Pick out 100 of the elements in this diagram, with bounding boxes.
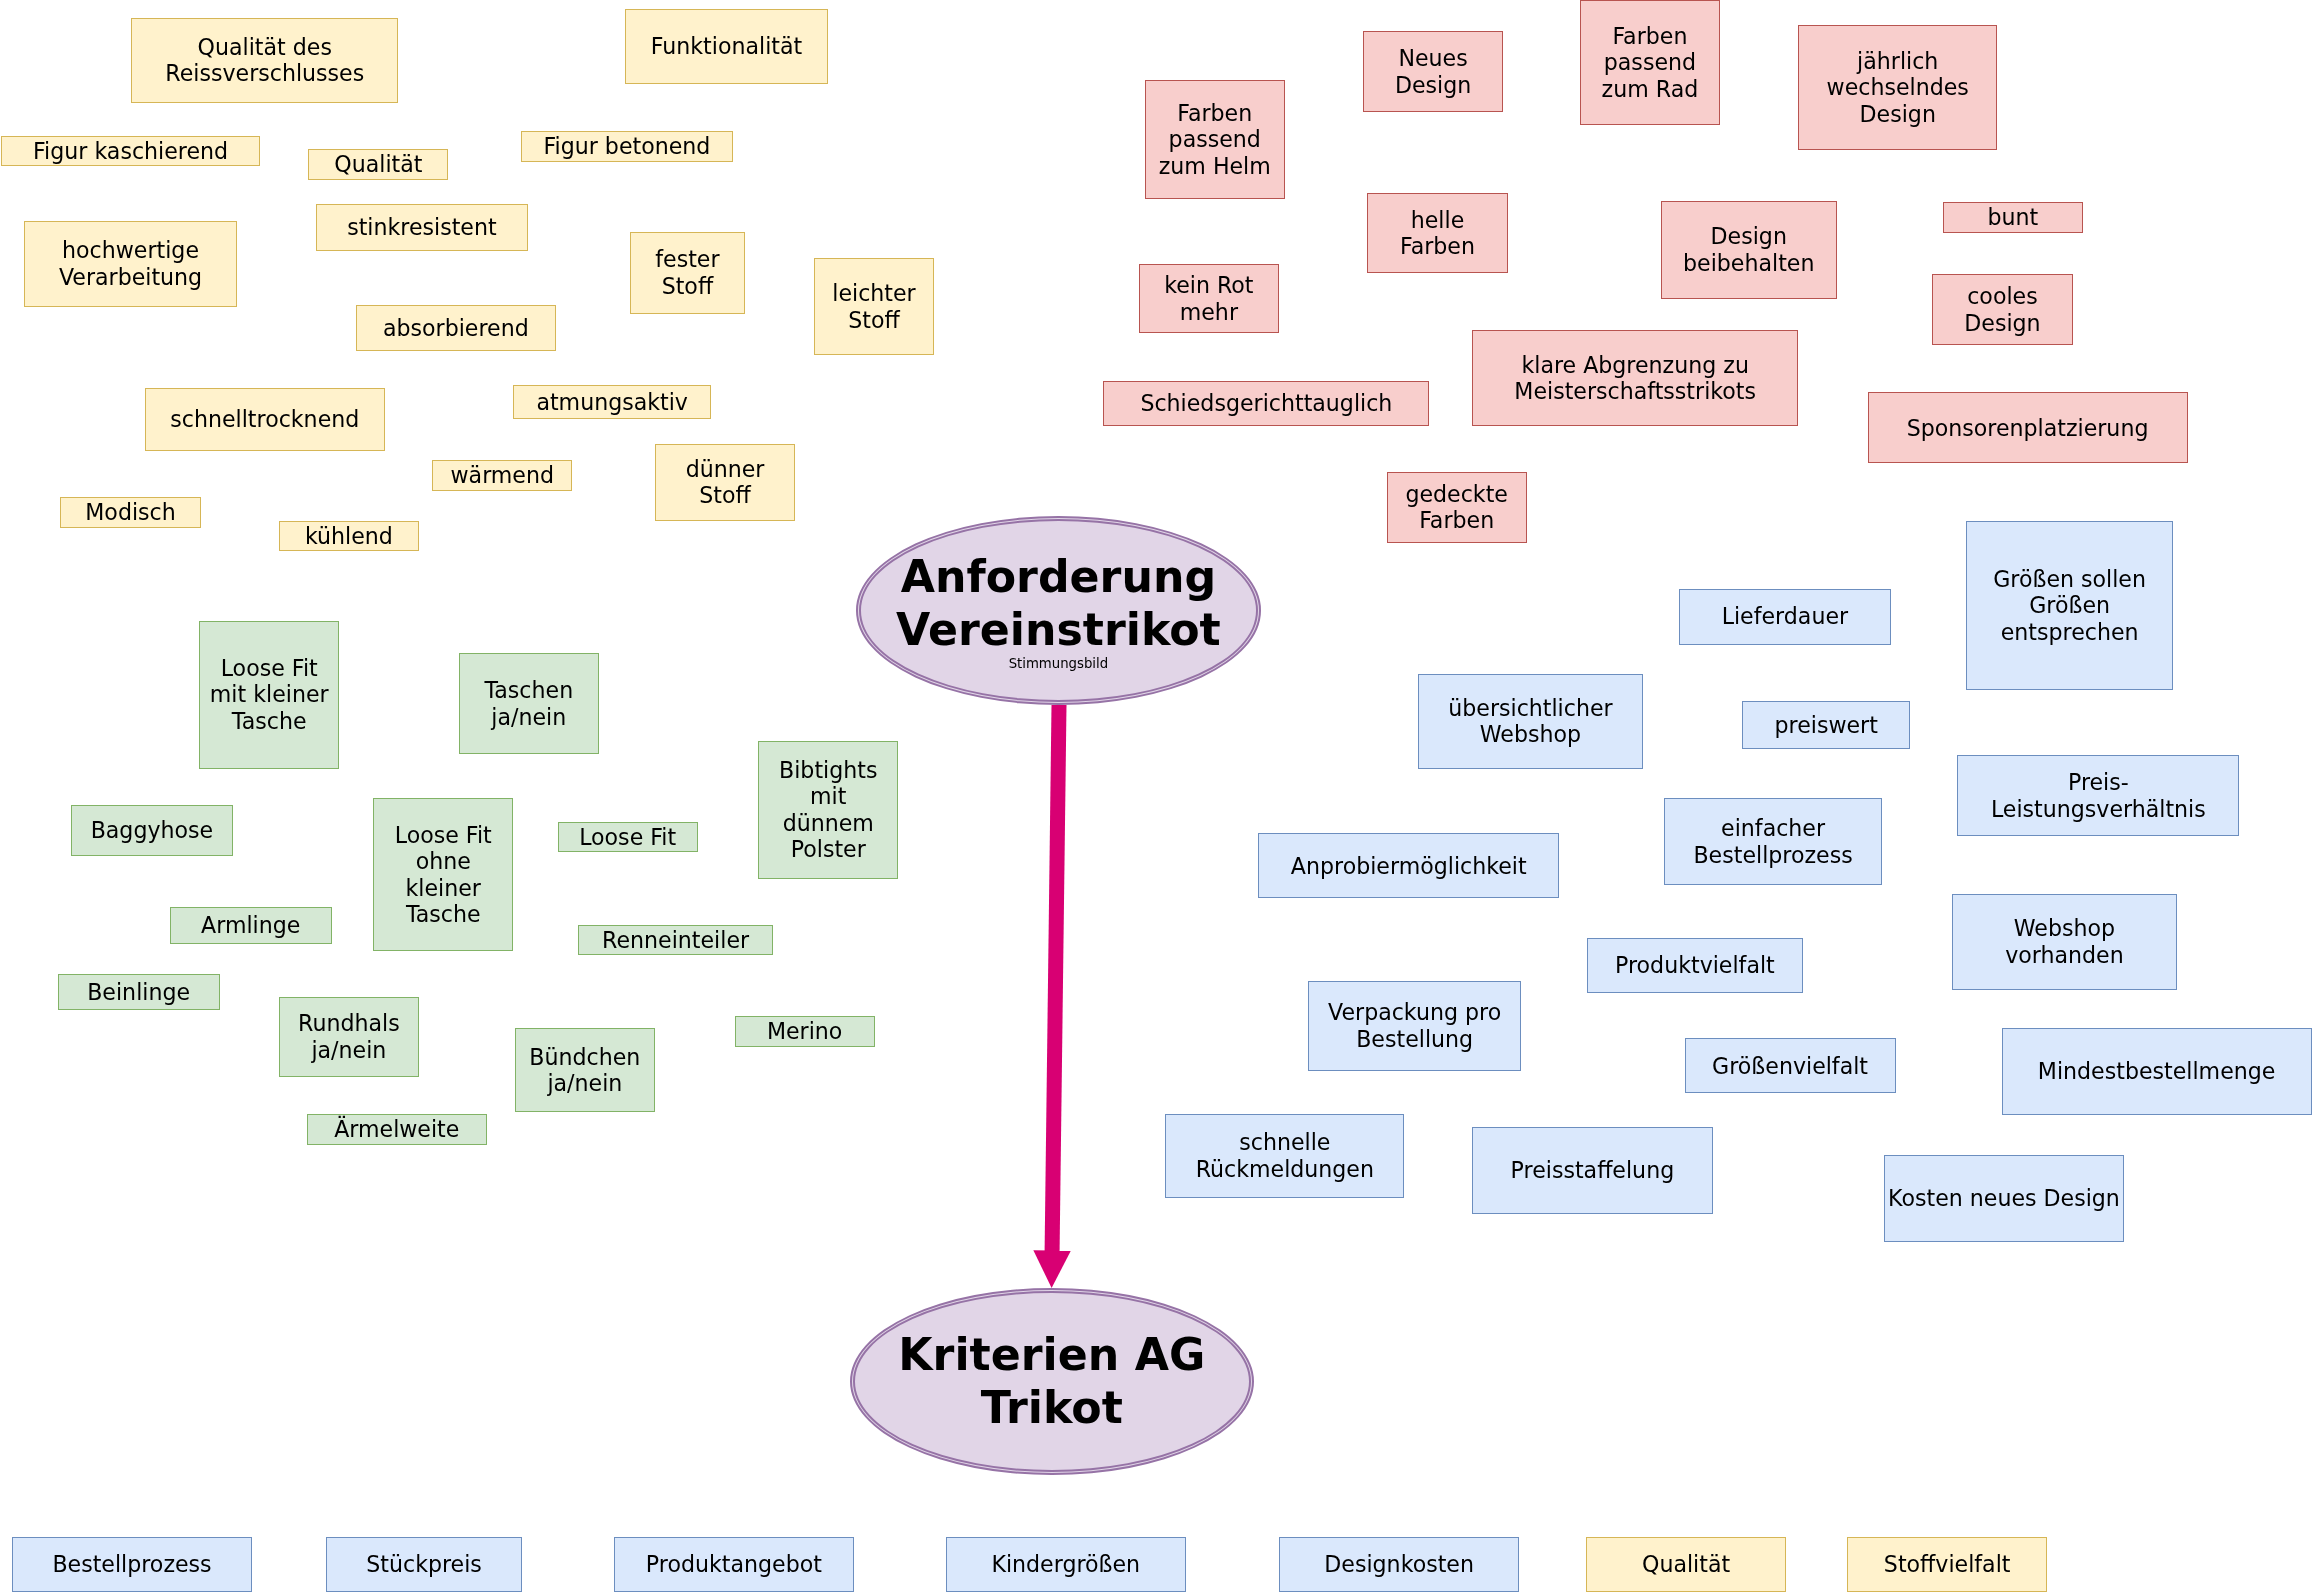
- sticky-note: [758, 740, 899, 880]
- note-text: kein Rot mehr: [1163, 272, 1255, 326]
- note-text: Design beibehalten: [1682, 223, 1816, 277]
- sticky-note: [1587, 938, 1803, 993]
- note-text: Produktangebot: [645, 1551, 822, 1578]
- sticky-note: [557, 821, 698, 853]
- note-text: Funktionalität: [650, 33, 803, 60]
- arrow: [1033, 704, 1071, 1288]
- sticky-note: [1258, 833, 1560, 899]
- note-text: Renneinteiler: [602, 926, 750, 954]
- sticky-note: [1417, 674, 1644, 769]
- sticky-note: [1585, 1537, 1787, 1592]
- sticky-note: [432, 460, 573, 491]
- sticky-note: [57, 973, 220, 1011]
- sticky-note: [70, 805, 234, 856]
- sticky-note: [1684, 1038, 1896, 1094]
- note-text: Bündchen ja/nein: [528, 1043, 642, 1097]
- note-text: Figur betonend: [543, 133, 711, 160]
- note-text: Rundhals ja/nein: [297, 1010, 401, 1064]
- sticky-note: [308, 149, 449, 180]
- note-text: Farben passend zum Rad: [1600, 22, 1700, 103]
- sticky-note: [1678, 588, 1892, 645]
- note-text: schnelle Rückmeldungen: [1194, 1129, 1375, 1183]
- note-text: Baggyhose: [90, 817, 214, 844]
- sticky-note: [1957, 755, 2240, 837]
- sticky-note: [1579, 0, 1720, 126]
- sticky-note: [144, 387, 385, 452]
- sticky-note: [1, 135, 260, 167]
- subtitle: Stimmungsbild: [1008, 655, 1109, 672]
- note-text: kühlend: [304, 522, 393, 550]
- sticky-note: [315, 203, 529, 251]
- note-text: Kindergrößen: [991, 1551, 1141, 1578]
- sticky-note: [629, 231, 745, 315]
- sticky-note: [814, 258, 934, 356]
- sticky-note: [131, 17, 399, 104]
- note-text: Neues Design: [1393, 45, 1473, 99]
- note-text: Produktvielfalt: [1615, 952, 1775, 979]
- sticky-note: [1144, 79, 1285, 200]
- sticky-note: [1138, 264, 1279, 334]
- note-text: Qualität: [1642, 1551, 1731, 1578]
- note-text: klare Abgrenzung zu Meisterschaftsstrikots: [1513, 351, 1757, 405]
- note-text: übersichtlicher Webshop: [1447, 694, 1614, 748]
- sticky-note: [513, 385, 711, 419]
- sticky-note: [169, 907, 332, 945]
- sticky-note: [1742, 700, 1911, 750]
- note-text: leichter Stoff: [831, 280, 917, 334]
- sticky-note: [306, 1113, 487, 1145]
- note-text: Designkosten: [1324, 1551, 1474, 1578]
- sticky-note: [613, 1537, 855, 1592]
- note-text: gedeckte Farben: [1404, 480, 1509, 534]
- note-text: Beinlinge: [87, 978, 191, 1006]
- sticky-note: [1386, 472, 1527, 543]
- note-text: Qualität des Reissverschlusses: [164, 33, 366, 87]
- note-text: stinkresistent: [347, 213, 497, 241]
- sticky-note: [278, 520, 419, 552]
- sticky-note: [355, 305, 557, 352]
- heading: Anforderung Vereinstrikot: [895, 549, 1222, 656]
- note-text: bunt: [1987, 204, 2039, 231]
- sticky-note: [11, 1537, 253, 1592]
- sticky-note: [1165, 1113, 1405, 1198]
- note-text: preiswert: [1774, 711, 1878, 739]
- note-text: helle Farben: [1399, 206, 1476, 260]
- note-text: Loose Fit ohne kleiner Tasche: [393, 821, 493, 928]
- sticky-note: [625, 8, 828, 85]
- sticky-note: [1363, 30, 1504, 113]
- note-text: Webshop vorhanden: [2004, 915, 2125, 969]
- sticky-note: [2001, 1028, 2312, 1116]
- sticky-note: [373, 798, 514, 952]
- note-text: Größenvielfalt: [1712, 1052, 1868, 1080]
- sticky-note: [654, 444, 796, 521]
- sticky-note: [1846, 1537, 2048, 1592]
- sticky-note: [278, 997, 419, 1077]
- note-text: Mindestbestellmenge: [2037, 1058, 2276, 1085]
- note-text: Preis-Leistungsverhältnis: [1989, 769, 2207, 823]
- note-text: Stückpreis: [366, 1551, 482, 1578]
- note-text: Loose Fit: [579, 823, 677, 851]
- sticky-note: [520, 131, 734, 162]
- note-text: Loose Fit mit kleiner Tasche: [208, 654, 330, 735]
- note-text: Merino: [766, 1018, 843, 1045]
- note-text: Kosten neues Design: [1888, 1185, 2120, 1212]
- note-text: hochwertige Verarbeitung: [57, 237, 204, 291]
- sticky-note: [60, 497, 201, 528]
- note-text: Bestellprozess: [52, 1551, 212, 1578]
- note-text: Modisch: [85, 499, 176, 526]
- sticky-note: [1661, 200, 1837, 300]
- sticky-note: [1663, 798, 1883, 886]
- note-text: schnelltrocknend: [170, 406, 360, 433]
- sticky-note: [326, 1537, 523, 1592]
- sticky-note: [1932, 274, 2073, 346]
- note-text: Anprobiermöglichkeit: [1290, 852, 1527, 880]
- sticky-note: [1278, 1537, 1520, 1592]
- note-text: Ärmelweite: [334, 1115, 460, 1143]
- note-text: fester Stoff: [654, 246, 721, 300]
- note-text: absorbierend: [382, 314, 529, 342]
- sticky-note: [1308, 980, 1521, 1071]
- note-text: cooles Design: [1963, 283, 2042, 337]
- sticky-note: [1883, 1155, 2125, 1243]
- sticky-note: [1966, 520, 2173, 691]
- sticky-note: [1472, 330, 1799, 427]
- sticky-note: [1951, 893, 2178, 990]
